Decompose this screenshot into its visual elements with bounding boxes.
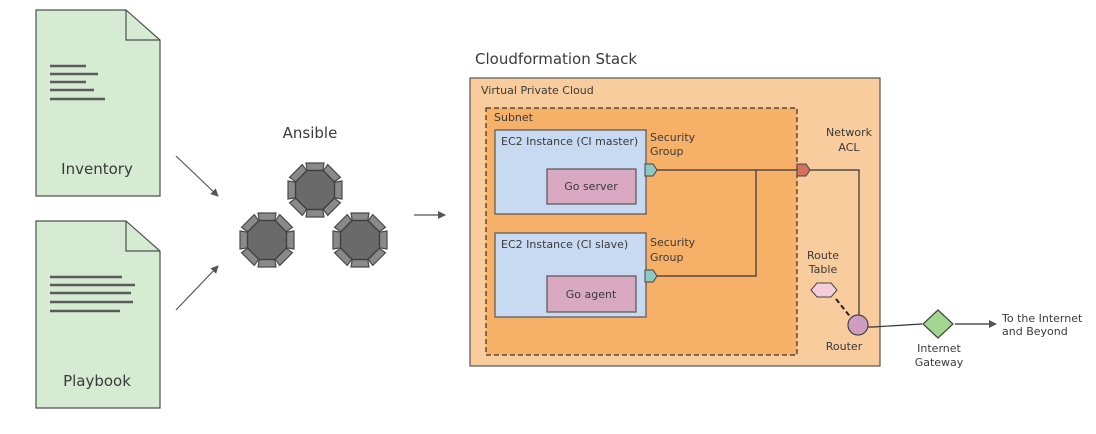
router-icon <box>847 314 869 336</box>
internet-destination-label-2: and Beyond <box>1002 325 1068 338</box>
ansible-gears-icon <box>239 162 388 268</box>
playbook-document: Playbook <box>35 220 161 409</box>
slave-security-group-label-1: Security <box>650 236 696 249</box>
go-server-label: Go server <box>564 180 618 193</box>
ansible-label: Ansible <box>283 124 338 142</box>
stack-title: Cloudformation Stack <box>475 50 637 68</box>
vpc-label: Virtual Private Cloud <box>481 84 594 97</box>
playbook-label: Playbook <box>63 372 131 390</box>
master-security-group-label-1: Security <box>650 131 696 144</box>
network-acl-label-1: Network <box>826 126 873 139</box>
master-security-group-icon <box>644 163 658 177</box>
go-agent-label: Go agent <box>566 288 617 301</box>
slave-security-group-icon <box>644 269 658 283</box>
go-server-box <box>546 168 637 205</box>
playbook-to-ansible-arrow <box>175 265 219 311</box>
inventory-to-ansible-arrow <box>175 155 219 197</box>
internet-destination-label-1: To the Internet <box>1001 312 1083 325</box>
ci-slave-title: EC2 Instance (CI slave) <box>501 238 628 251</box>
network-acl-icon <box>796 163 811 177</box>
inventory-label: Inventory <box>61 160 133 178</box>
network-acl-label-2: ACL <box>838 141 860 154</box>
slave-security-group-label-2: Group <box>650 251 684 264</box>
internet-gateway-label-1: Internet <box>917 342 961 355</box>
inventory-text-lines-icon <box>50 64 105 101</box>
route-table-label-1: Route <box>807 249 839 262</box>
go-agent-box <box>546 275 637 313</box>
route-table-link <box>835 298 853 320</box>
playbook-text-lines-icon <box>50 275 135 313</box>
master-security-group-label-2: Group <box>650 145 684 158</box>
router-label: Router <box>826 340 863 353</box>
route-table-label-2: Table <box>808 263 838 276</box>
inventory-document: Inventory <box>35 9 161 197</box>
ci-master-title: EC2 Instance (CI master) <box>501 135 638 148</box>
route-table-icon <box>810 282 838 298</box>
internet-gateway-icon <box>922 309 954 339</box>
internet-gateway-label-2: Gateway <box>915 356 964 369</box>
subnet-label: Subnet <box>494 111 534 124</box>
